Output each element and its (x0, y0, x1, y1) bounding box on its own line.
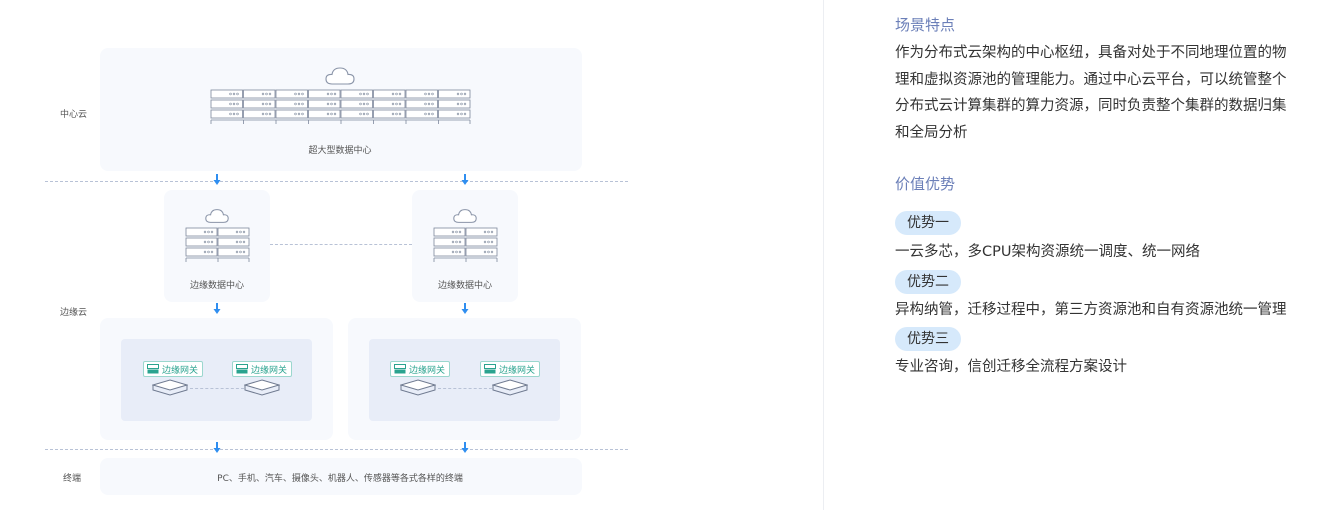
edge-gateway-label: 边缘网关 (499, 365, 536, 376)
server-rack-icon (210, 89, 471, 124)
distributed-cloud-diagram: 中心云 边缘云 终端 超大型数据中心 边缘数据中心 边缘数据中心 边缘网关 边缘… (45, 67, 628, 495)
edge-dc-label-left: 边缘数据中心 (189, 281, 245, 291)
panel-divider (823, 0, 824, 510)
tier-label-central: 中心云 (60, 110, 88, 120)
central-dc-label: 超大型数据中心 (308, 146, 372, 156)
edge-gateway-label: 边缘网关 (162, 365, 199, 376)
tier-label-terminal: 终端 (63, 474, 82, 484)
gateway-link (438, 388, 492, 389)
tier-label-edge: 边缘云 (60, 308, 88, 318)
terminal-desc: PC、手机、汽车、摄像头、机器人、传感器等各式各样的终端 (217, 474, 463, 484)
arrow-down-icon (213, 303, 221, 314)
server-rack-icon (433, 227, 498, 262)
edge-dc-label-right: 边缘数据中心 (437, 281, 493, 291)
separator-edge-terminal (45, 449, 628, 450)
gateway-panel-left (121, 339, 312, 421)
edge-gateway-chip: 边缘网关 (390, 361, 451, 377)
arrow-down-icon (461, 174, 469, 185)
advantage-desc: 一云多芯，多CPU架构资源统一调度、统一网络 (895, 244, 1200, 260)
arrow-down-icon (213, 174, 221, 185)
scene-description: 作为分布式云架构的中心枢纽，具备对处于不同地理位置的物理和虚拟资源池的管理能力。… (895, 45, 1287, 141)
layer-stack-icon (244, 379, 280, 396)
advantage-item: 优势一 一云多芯，多CPU架构资源统一调度、统一网络 (895, 211, 1295, 266)
gateway-panel-right (369, 339, 560, 421)
advantage-tag: 优势二 (895, 269, 961, 294)
advantage-item: 优势二 异构纳管，迁移过程中，第三方资源池和自有资源池统一管理 (895, 269, 1295, 324)
edge-gateway-label: 边缘网关 (251, 365, 288, 376)
advantage-desc: 异构纳管，迁移过程中，第三方资源池和自有资源池统一管理 (895, 301, 1287, 318)
edge-gateway-chip: 边缘网关 (143, 361, 204, 377)
gateway-link (190, 388, 244, 389)
scene-title: 场景特点 (895, 16, 956, 34)
edge-dc-link (270, 244, 412, 245)
layer-stack-icon (400, 379, 436, 396)
gateway-icon (147, 364, 159, 374)
advantage-tag: 优势一 (895, 211, 961, 235)
advantage-desc: 专业咨询，信创迁移全流程方案设计 (895, 359, 1127, 375)
edge-gateway-chip: 边缘网关 (232, 361, 293, 377)
edge-gateway-chip: 边缘网关 (480, 361, 541, 377)
arrow-down-icon (461, 303, 469, 314)
info-panel: 场景特点 作为分布式云架构的中心枢纽，具备对处于不同地理位置的物理和虚拟资源池的… (895, 14, 1295, 381)
separator-central-edge (45, 181, 628, 182)
server-rack-icon (185, 227, 250, 262)
arrow-down-icon (213, 442, 221, 453)
cloud-icon (205, 209, 229, 223)
advantage-tag: 优势三 (895, 327, 961, 351)
cloud-icon (453, 209, 477, 223)
arrow-down-icon (461, 442, 469, 453)
gateway-icon (236, 364, 248, 374)
cloud-icon (325, 67, 355, 85)
gateway-icon (394, 364, 406, 374)
terminal-box (100, 458, 582, 495)
gateway-icon (484, 364, 496, 374)
layer-stack-icon (152, 379, 188, 396)
value-title: 价值优势 (895, 175, 956, 193)
advantage-item: 优势三 专业咨询，信创迁移全流程方案设计 (895, 327, 1295, 381)
edge-gateway-label: 边缘网关 (409, 365, 446, 376)
layer-stack-icon (492, 379, 528, 396)
